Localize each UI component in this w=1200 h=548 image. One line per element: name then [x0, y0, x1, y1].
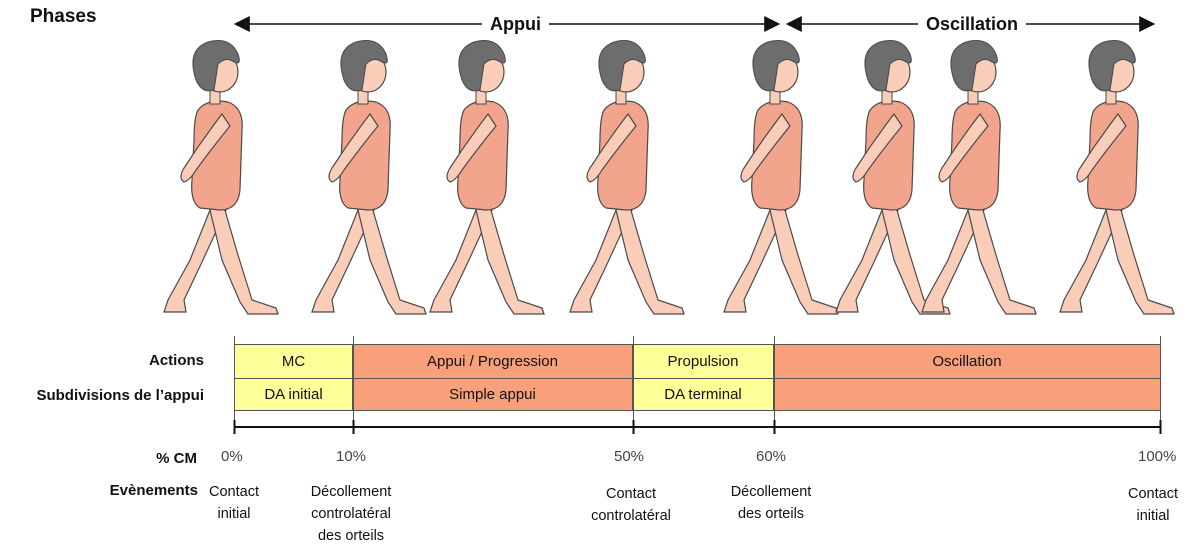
- subdivision-cell-da-initial: DA initial: [234, 379, 353, 411]
- swing-phase-label: Oscillation: [918, 14, 1027, 35]
- actions-row-label: Actions: [148, 352, 204, 369]
- event-initial-contact: Contact initial: [209, 484, 259, 522]
- phases-title: Phases: [30, 6, 97, 27]
- subdivision-cell-simple-appui: Simple appui: [353, 379, 633, 411]
- action-cell-oscillation: Oscillation: [774, 344, 1161, 379]
- percent-row-label: % CM: [156, 450, 197, 467]
- stance-phase-label: Appui: [482, 14, 549, 35]
- child-figure-7: [921, 40, 1037, 315]
- percent-0: 0%: [221, 448, 243, 465]
- percent-100: 100%: [1138, 448, 1177, 465]
- child-figure-8: [1059, 40, 1175, 315]
- child-figure-2: [311, 40, 427, 315]
- percent-50: 50%: [614, 448, 645, 465]
- action-cell-propulsion: Propulsion: [633, 344, 774, 379]
- timeline-axis: [233, 336, 1162, 434]
- subdivision-cell-swing: [774, 379, 1161, 411]
- percent-10: 10%: [336, 448, 367, 465]
- gait-figures: [163, 40, 1175, 315]
- event-contralateral-toe-off: Décollement controlatéral des orteils: [310, 484, 392, 544]
- child-figure-5: [723, 40, 839, 315]
- child-figure-1: [163, 40, 279, 315]
- child-figure-3: [429, 40, 545, 315]
- events-row-label: Evènements: [109, 482, 198, 499]
- child-figure-6: [835, 40, 951, 315]
- event-toe-off: Décollement des orteils: [730, 484, 812, 522]
- subdivision-cell-da-terminal: DA terminal: [633, 379, 774, 411]
- action-cell-appui-progression: Appui / Progression: [353, 344, 633, 379]
- event-initial-contact-end: Contact initial: [1128, 486, 1178, 524]
- subdivisions-row-label: Subdivisions de l’appui: [36, 387, 204, 404]
- event-contralateral-contact: Contact controlatéral: [591, 486, 671, 524]
- child-figure-4: [569, 40, 685, 315]
- percent-60: 60%: [756, 448, 787, 465]
